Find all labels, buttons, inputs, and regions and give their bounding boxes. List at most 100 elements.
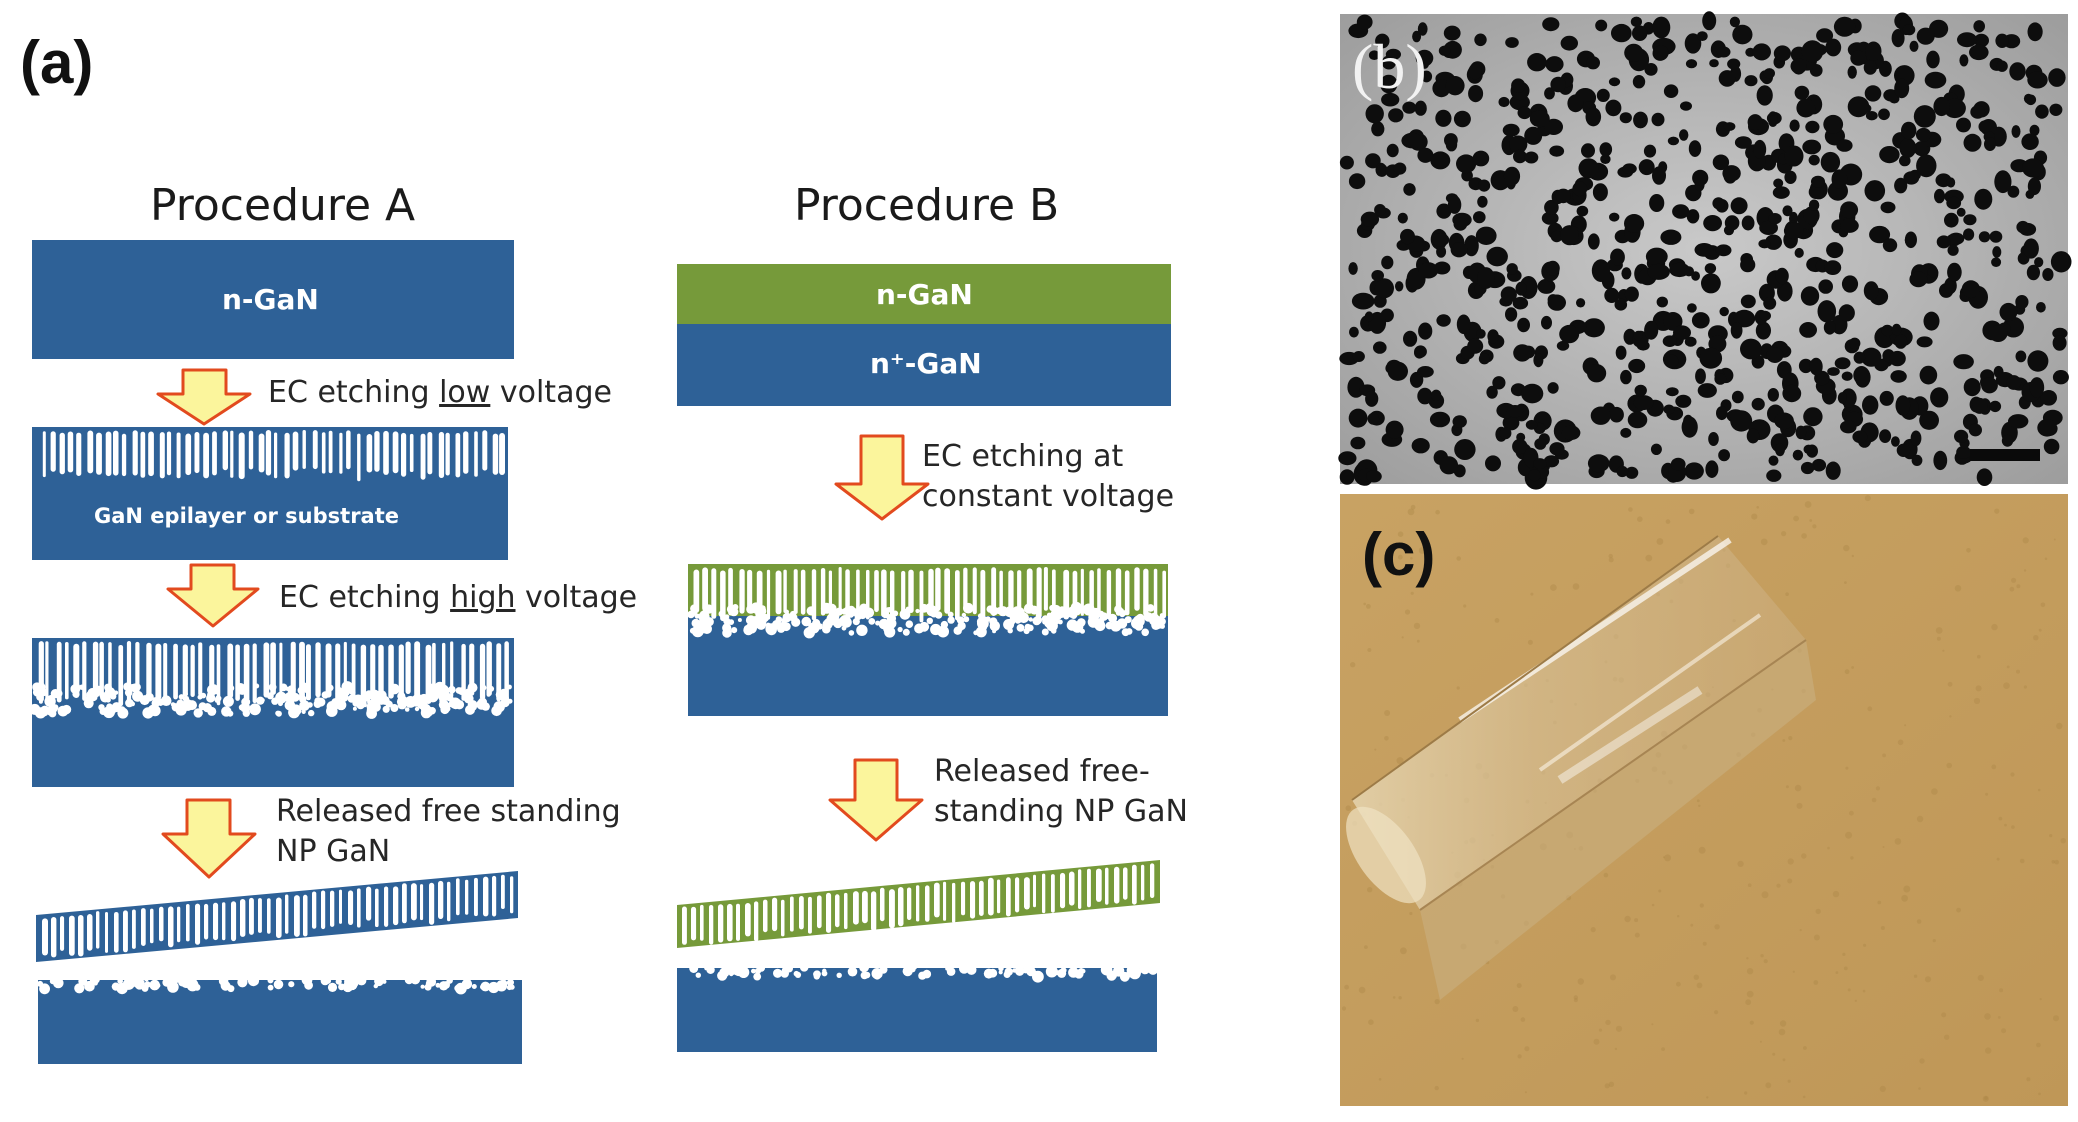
sem-pore xyxy=(1740,257,1756,273)
grain-speck xyxy=(1634,932,1640,938)
pore xyxy=(1106,570,1112,620)
sem-pore xyxy=(1624,214,1645,233)
porous-void xyxy=(704,966,709,971)
grain-speck xyxy=(1879,1085,1886,1092)
pore xyxy=(159,432,165,479)
grain-speck xyxy=(1367,648,1372,652)
porous-void xyxy=(729,607,739,617)
pore xyxy=(346,430,351,470)
sem-pore xyxy=(1879,429,1892,443)
sem-pore xyxy=(1899,137,1917,158)
grain-speck xyxy=(1991,764,1997,770)
pore xyxy=(339,432,343,474)
grain-speck xyxy=(1765,1082,1772,1089)
grain-speck xyxy=(1676,981,1681,987)
grain-speck xyxy=(1850,856,1854,860)
porous-void xyxy=(1082,603,1095,616)
pore xyxy=(383,430,389,475)
pore xyxy=(799,896,804,930)
sem-pore xyxy=(1974,188,1993,210)
sem-pore xyxy=(1808,154,1820,166)
sem-pore xyxy=(1930,387,1949,408)
grain-speck xyxy=(2033,635,2039,641)
grain-speck xyxy=(1747,883,1752,887)
porous-void xyxy=(1124,616,1132,624)
sem-pore xyxy=(1989,400,2002,413)
pore xyxy=(384,886,389,927)
porous-void xyxy=(945,966,950,971)
sem-pore xyxy=(1431,233,1450,247)
sem-pore xyxy=(1811,175,1825,188)
sem-pore xyxy=(1624,43,1644,62)
grain-speck xyxy=(1862,989,1866,993)
porous-void xyxy=(959,963,970,974)
grain-speck xyxy=(1341,1006,1347,1011)
pore xyxy=(321,432,326,474)
pore xyxy=(928,568,934,612)
pore xyxy=(294,895,300,937)
sem-pore xyxy=(1468,63,1482,80)
sem-pore xyxy=(1809,357,1823,376)
procedure-a-title: Procedure A xyxy=(150,180,416,231)
sem-pore xyxy=(1702,11,1717,31)
porous-void xyxy=(471,984,477,989)
sem-pore xyxy=(1768,213,1782,225)
sem-pore xyxy=(1881,324,1894,337)
grain-speck xyxy=(2036,1042,2041,1048)
sem-pore xyxy=(2052,370,2069,385)
grain-speck xyxy=(1714,1010,1719,1015)
sem-pore xyxy=(1638,159,1655,176)
sem-pore xyxy=(1477,267,1495,289)
sem-pore xyxy=(1402,101,1417,114)
porous-void xyxy=(500,698,510,708)
porous-void xyxy=(356,975,367,986)
pore xyxy=(935,567,941,612)
sem-pore xyxy=(1808,185,1824,199)
grain-speck xyxy=(1520,1017,1526,1022)
pore xyxy=(176,432,181,479)
sem-pore xyxy=(1556,340,1570,351)
sem-pore xyxy=(1995,33,2009,48)
sem-pore xyxy=(1559,324,1580,344)
sem-pore xyxy=(1403,330,1418,347)
pore xyxy=(67,431,74,473)
sem-pore xyxy=(1656,296,1669,308)
porous-void xyxy=(38,699,43,704)
proc-a-arrow-2 xyxy=(166,563,260,628)
porous-void xyxy=(1108,615,1114,621)
pore xyxy=(1097,568,1101,617)
porous-void xyxy=(139,695,150,706)
porous-void xyxy=(215,695,222,702)
porous-void xyxy=(717,970,728,981)
pore xyxy=(763,899,768,933)
pore xyxy=(249,897,254,935)
grain-speck xyxy=(1463,604,1467,608)
porous-void xyxy=(162,978,171,987)
grain-speck xyxy=(1793,515,1799,522)
sem-pore xyxy=(1847,96,1870,118)
porous-void xyxy=(79,684,85,690)
pore xyxy=(1043,567,1048,611)
sem-pore xyxy=(1719,306,1729,317)
sem-pore xyxy=(1772,186,1790,199)
porous-void xyxy=(722,628,732,638)
sem-pore xyxy=(2040,390,2057,406)
sem-pore xyxy=(1767,388,1780,402)
porous-void xyxy=(267,984,274,991)
grain-speck xyxy=(1434,1085,1439,1091)
porous-void xyxy=(827,620,832,626)
sem-pore xyxy=(1663,404,1675,415)
sem-pore xyxy=(1567,94,1584,113)
porous-void xyxy=(691,625,704,638)
grain-speck xyxy=(1363,602,1366,606)
sem-pore xyxy=(1414,345,1427,358)
pore xyxy=(276,897,282,939)
grain-speck xyxy=(1994,508,2000,514)
pore xyxy=(455,433,461,478)
sem-pore xyxy=(1773,178,1784,188)
porous-void xyxy=(878,618,890,630)
porous-void xyxy=(480,684,487,691)
sem-pore xyxy=(1968,423,1982,437)
grain-speck xyxy=(1524,1046,1530,1052)
sem-pore xyxy=(1348,262,1358,275)
